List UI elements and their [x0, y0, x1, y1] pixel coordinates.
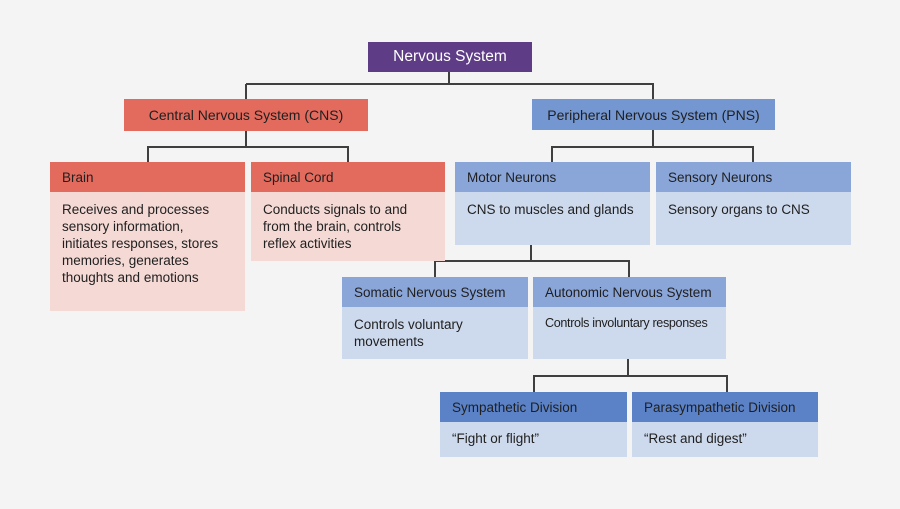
- connector-drop-brain: [147, 147, 149, 163]
- node-autonomic-title: Autonomic Nervous System: [533, 277, 726, 307]
- node-autonomic-description: Controls involuntary responses: [533, 307, 726, 359]
- connector-drop-pns: [652, 84, 654, 100]
- connector-drop-spinal-cord: [347, 147, 349, 163]
- connector-drop-cns: [245, 84, 247, 100]
- node-motor-neurons: Motor Neurons CNS to muscles and glands: [455, 162, 650, 245]
- node-sympathetic-division: Sympathetic Division “Fight or flight”: [440, 392, 627, 457]
- node-peripheral-nervous-system: Peripheral Nervous System (PNS): [532, 99, 775, 130]
- node-motor-neurons-description: CNS to muscles and glands: [455, 192, 650, 245]
- connector-pns-horizontal: [551, 146, 754, 148]
- node-somatic-title: Somatic Nervous System: [342, 277, 528, 307]
- node-sensory-neurons: Sensory Neurons Sensory organs to CNS: [656, 162, 851, 245]
- connector-drop-sympathetic: [533, 376, 535, 393]
- node-brain: Brain Receives and processes sensory inf…: [50, 162, 245, 311]
- node-nervous-system: Nervous System: [368, 42, 532, 72]
- node-parasympathetic-description: “Rest and digest”: [632, 422, 818, 457]
- connector-autonomic-horizontal: [533, 375, 728, 377]
- node-brain-title: Brain: [50, 162, 245, 192]
- connector-motor-horizontal: [434, 260, 630, 262]
- connector-root-horizontal: [246, 83, 654, 85]
- connector-motor-stem: [530, 245, 532, 261]
- node-somatic-nervous-system: Somatic Nervous System Controls voluntar…: [342, 277, 528, 359]
- node-somatic-description: Controls voluntary movements: [342, 307, 528, 359]
- node-sensory-neurons-description: Sensory organs to CNS: [656, 192, 851, 245]
- node-brain-description: Receives and processes sensory informati…: [50, 192, 245, 311]
- connector-cns-horizontal: [147, 146, 349, 148]
- connector-root-stem: [448, 72, 450, 84]
- node-spinal-cord-title: Spinal Cord: [251, 162, 445, 192]
- connector-drop-sensory-neurons: [752, 147, 754, 163]
- node-parasympathetic-title: Parasympathetic Division: [632, 392, 818, 422]
- node-parasympathetic-division: Parasympathetic Division “Rest and diges…: [632, 392, 818, 457]
- connector-autonomic-stem: [627, 359, 629, 376]
- connector-drop-somatic: [434, 261, 436, 278]
- node-motor-neurons-title: Motor Neurons: [455, 162, 650, 192]
- connector-drop-parasympathetic: [726, 376, 728, 393]
- connector-cns-stem: [245, 131, 247, 147]
- node-spinal-cord-description: Conducts signals to and from the brain, …: [251, 192, 445, 261]
- node-sympathetic-title: Sympathetic Division: [440, 392, 627, 422]
- connector-drop-autonomic: [628, 261, 630, 278]
- node-central-nervous-system: Central Nervous System (CNS): [124, 99, 368, 131]
- node-sympathetic-description: “Fight or flight”: [440, 422, 627, 457]
- node-spinal-cord: Spinal Cord Conducts signals to and from…: [251, 162, 445, 261]
- connector-pns-stem: [652, 130, 654, 147]
- node-autonomic-nervous-system: Autonomic Nervous System Controls involu…: [533, 277, 726, 359]
- node-sensory-neurons-title: Sensory Neurons: [656, 162, 851, 192]
- connector-drop-motor-neurons: [551, 147, 553, 163]
